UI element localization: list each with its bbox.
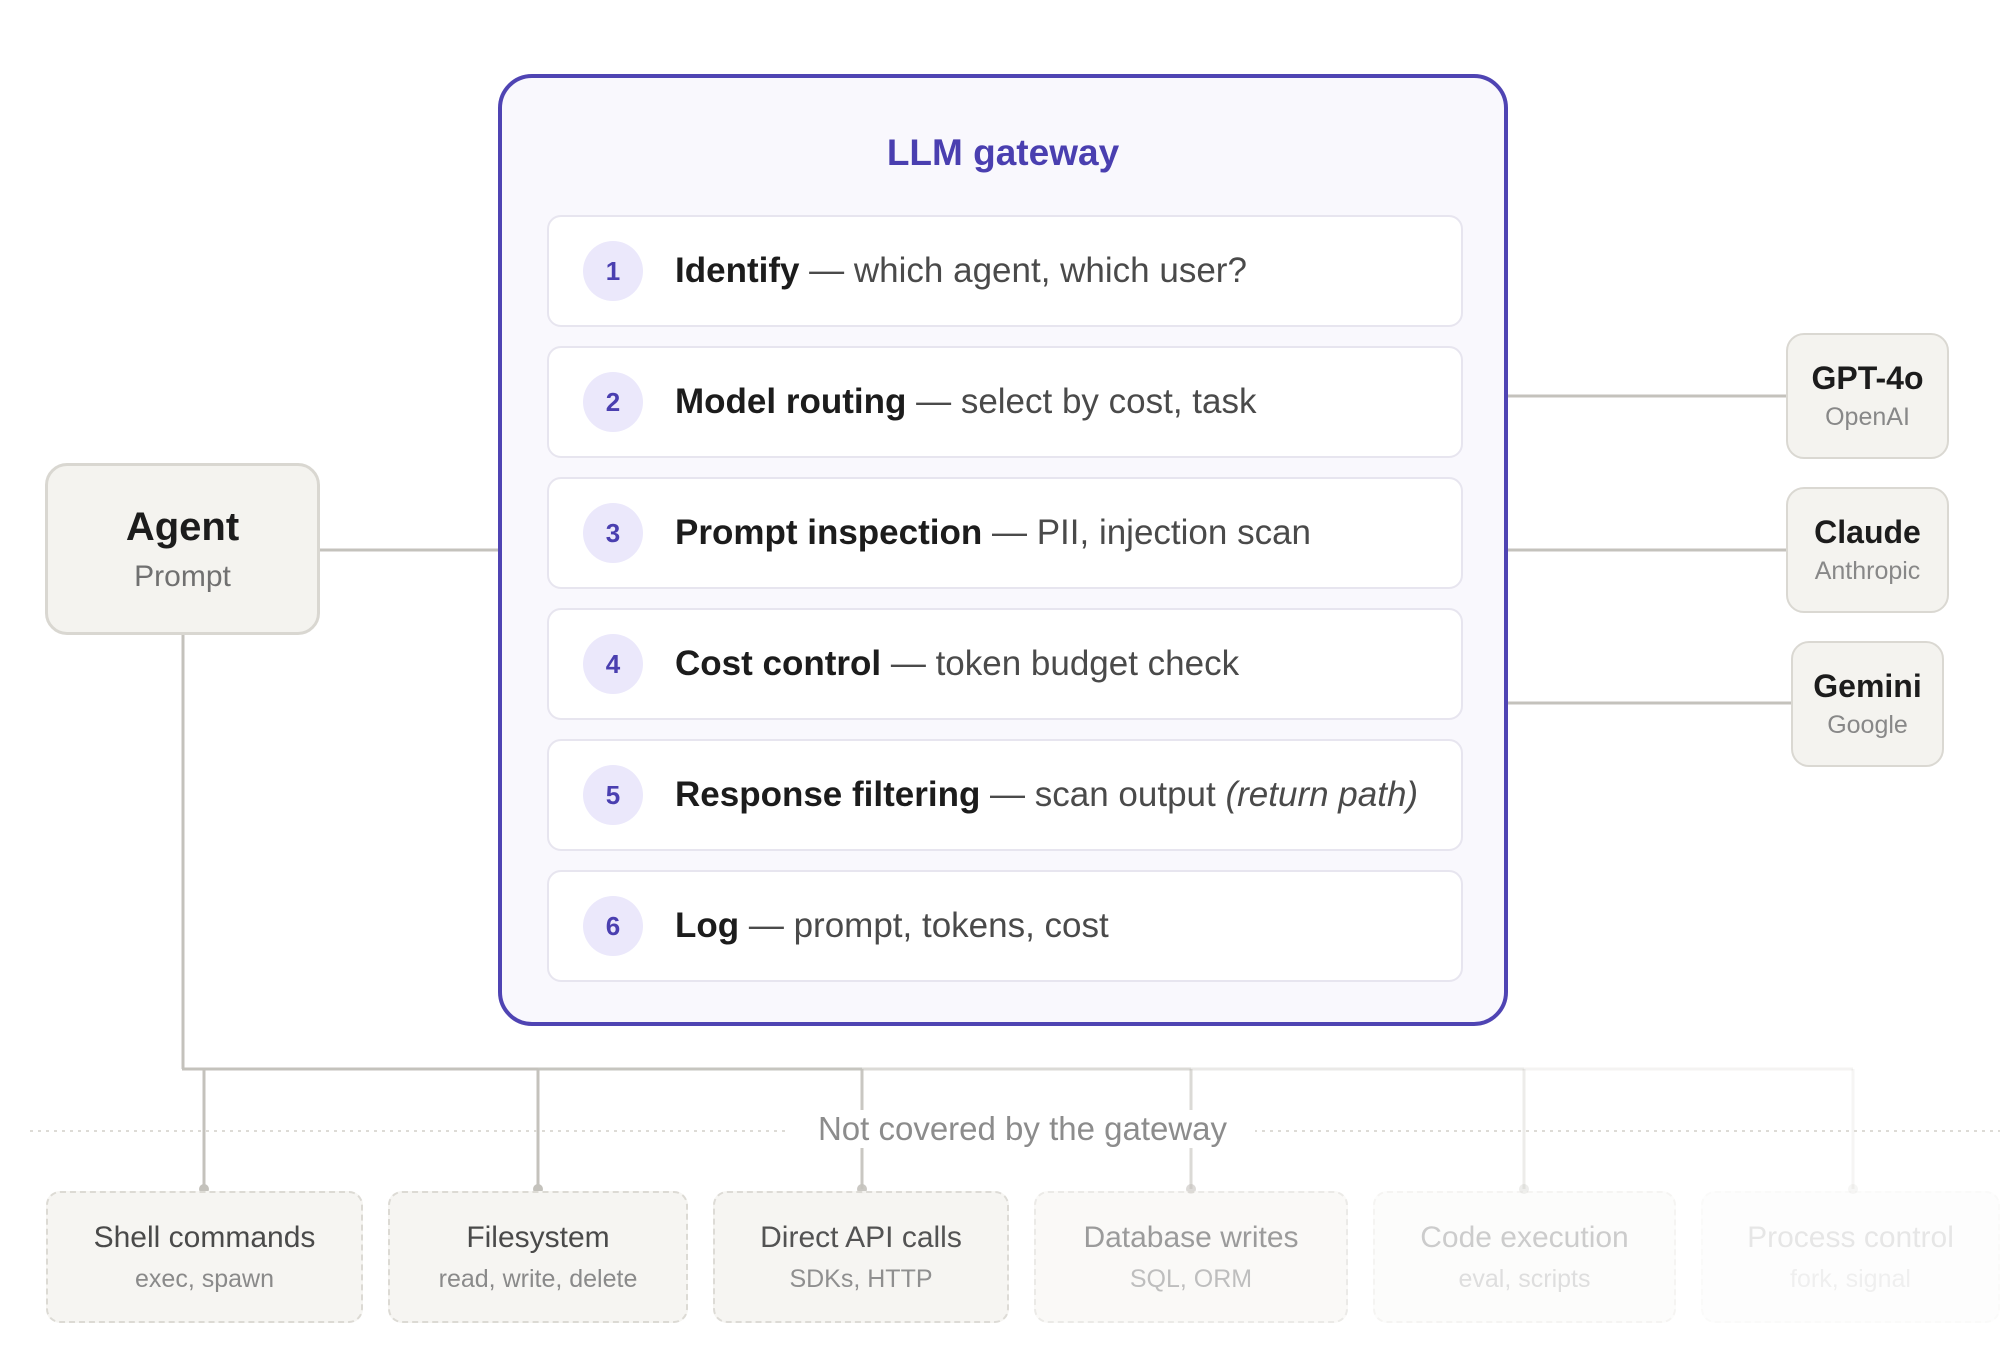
step-label: Identify <box>675 251 800 290</box>
tool-detail: SDKs, HTTP <box>789 1264 933 1293</box>
model-claude: Claude Anthropic <box>1786 487 1949 613</box>
step-separator: — <box>881 644 936 683</box>
tool-name: Code execution <box>1420 1220 1629 1254</box>
gateway-title: LLM gateway <box>886 132 1120 173</box>
step-separator: — <box>980 775 1035 814</box>
model-name: GPT-4o <box>1811 360 1924 396</box>
step-description: token budget check <box>935 644 1240 683</box>
step-description: scan output <box>1034 775 1216 814</box>
tool-database-writes: Database writes SQL, ORM <box>1034 1191 1348 1323</box>
tool-process-control: Process control fork, signal <box>1701 1191 2000 1323</box>
model-provider: Google <box>1827 711 1908 739</box>
model-provider: OpenAI <box>1825 403 1910 431</box>
gateway-step-model-routing: 2 Model routing — select by cost, task <box>547 346 1463 458</box>
step-number-badge: 5 <box>583 765 643 825</box>
step-number-badge: 1 <box>583 241 643 301</box>
step-description: which agent, which user? <box>853 251 1247 290</box>
step-label: Prompt inspection <box>675 513 983 552</box>
step-separator: — <box>906 382 961 421</box>
tool-detail: SQL, ORM <box>1129 1264 1253 1293</box>
tool-name: Database writes <box>1083 1220 1299 1254</box>
model-gpt-4o: GPT-4o OpenAI <box>1786 333 1949 459</box>
tool-name: Process control <box>1747 1220 1954 1254</box>
step-number-badge: 6 <box>583 896 643 956</box>
gateway-step-response-filtering: 5 Response filtering — scan output (retu… <box>547 739 1463 851</box>
model-name: Gemini <box>1813 668 1922 704</box>
tool-name: Shell commands <box>93 1220 316 1254</box>
gateway-step-cost-control: 4 Cost control — token budget check <box>547 608 1463 720</box>
step-number-badge: 4 <box>583 634 643 694</box>
tool-detail: fork, signal <box>1790 1264 1911 1293</box>
step-description: select by cost, task <box>960 382 1257 421</box>
step-label: Log <box>675 906 740 945</box>
step-number-badge: 3 <box>583 503 643 563</box>
gateway-step-log: 6 Log — prompt, tokens, cost <box>547 870 1463 982</box>
step-description: prompt, tokens, cost <box>793 906 1109 945</box>
step-description: PII, injection scan <box>1036 513 1312 552</box>
model-provider: Anthropic <box>1814 557 1921 585</box>
tool-detail: eval, scripts <box>1458 1264 1591 1293</box>
agent-title: Agent <box>125 504 240 549</box>
step-note: (return path) <box>1225 775 1419 814</box>
tool-name: Direct API calls <box>760 1220 962 1254</box>
agent-subtitle: Prompt <box>134 559 231 593</box>
step-label: Model routing <box>675 382 907 421</box>
model-gemini: Gemini Google <box>1791 641 1944 767</box>
step-label: Response filtering <box>675 775 981 814</box>
gateway-step-prompt-inspection: 3 Prompt inspection — PII, injection sca… <box>547 477 1463 589</box>
step-number-badge: 2 <box>583 372 643 432</box>
agent-node: Agent Prompt <box>45 463 320 635</box>
tool-name: Filesystem <box>466 1220 610 1254</box>
tool-filesystem: Filesystem read, write, delete <box>388 1191 688 1323</box>
step-separator: — <box>799 251 854 290</box>
gateway-step-identify: 1 Identify — which agent, which user? <box>547 215 1463 327</box>
step-separator: — <box>739 906 794 945</box>
model-name: Claude <box>1814 514 1921 550</box>
tool-detail: read, write, delete <box>438 1264 638 1293</box>
step-separator: — <box>982 513 1037 552</box>
tool-detail: exec, spawn <box>135 1264 274 1293</box>
tool-shell-commands: Shell commands exec, spawn <box>46 1191 363 1323</box>
step-label: Cost control <box>675 644 882 683</box>
llm-gateway-box: LLM gateway 1 Identify — which agent, wh… <box>498 74 1508 1026</box>
tool-code-execution: Code execution eval, scripts <box>1373 1191 1676 1323</box>
tool-direct-api-calls: Direct API calls SDKs, HTTP <box>713 1191 1009 1323</box>
